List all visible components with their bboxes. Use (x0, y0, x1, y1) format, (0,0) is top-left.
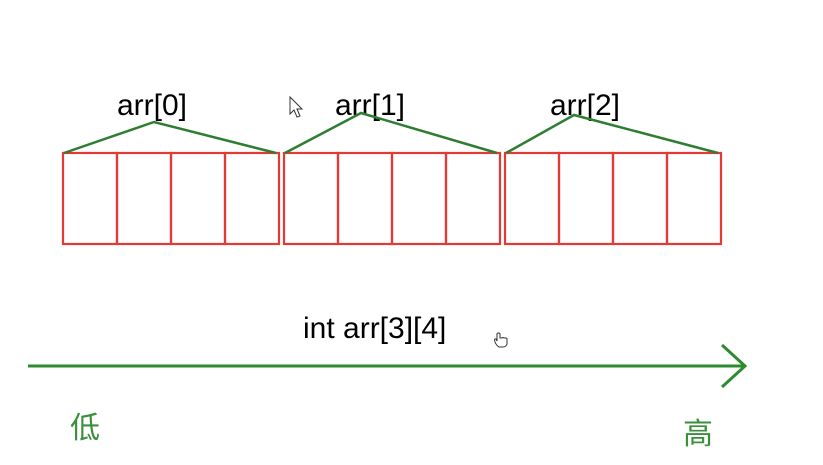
axis-high-label: 高 (683, 417, 713, 452)
group-bracket-1 (284, 111, 498, 155)
memory-cell-1-1 (336, 151, 394, 246)
memory-cell-0-1 (115, 151, 173, 246)
mouse-pointer-icon (289, 95, 304, 118)
memory-cell-2-1 (557, 151, 615, 246)
memory-cell-2-0 (503, 151, 561, 246)
axis-low-label: 低 (70, 411, 100, 446)
memory-cell-1-2 (390, 151, 448, 246)
memory-cell-2-2 (611, 151, 669, 246)
memory-cell-0-2 (169, 151, 227, 246)
memory-cell-1-3 (444, 151, 502, 246)
group-label-2: arr[2] (550, 89, 620, 122)
hand-cursor-icon (493, 332, 508, 348)
memory-cell-0-3 (223, 151, 281, 246)
group-bracket-0 (63, 120, 277, 155)
memory-cell-0-0 (61, 151, 119, 246)
array-groups (61, 111, 723, 246)
group-label-1: arr[1] (335, 89, 405, 122)
axis-arrowhead (720, 343, 748, 389)
declaration-label: int arr[3][4] (303, 312, 446, 345)
memory-cell-1-0 (282, 151, 340, 246)
group-bracket-2 (505, 113, 719, 155)
memory-cell-2-3 (665, 151, 723, 246)
group-label-0: arr[0] (117, 89, 187, 122)
